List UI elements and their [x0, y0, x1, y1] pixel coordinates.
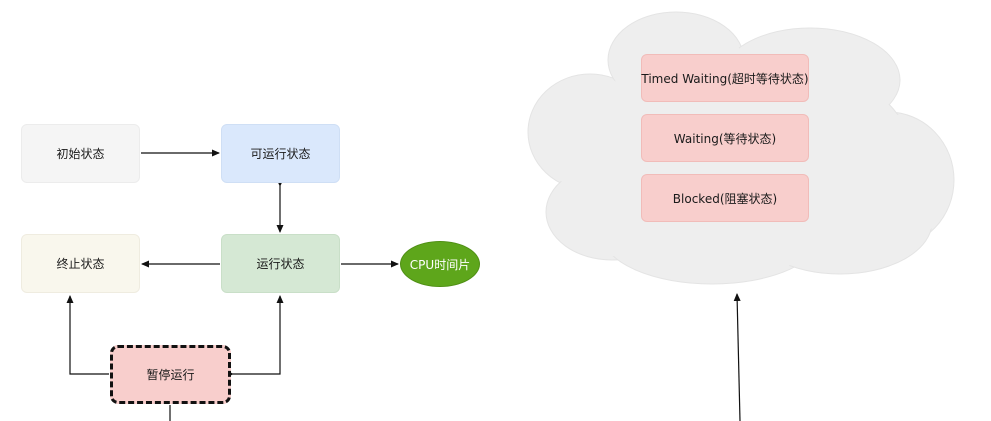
- cloud-item-blocked: Blocked(阻塞状态): [641, 174, 809, 222]
- state-running: 运行状态: [221, 234, 340, 293]
- state-paused: 暂停运行: [110, 345, 231, 404]
- state-init: 初始状态: [21, 124, 140, 183]
- state-terminated-label: 终止状态: [56, 257, 105, 271]
- state-running-label: 运行状态: [256, 257, 305, 271]
- cpu-time-slice: CPU时间片: [400, 241, 480, 287]
- state-runnable: 可运行状态: [221, 124, 340, 183]
- state-paused-label: 暂停运行: [146, 368, 195, 382]
- edge-paused-to-terminated: [66, 295, 109, 375]
- cloud-item-timed-waiting-label: Timed Waiting(超时等待状态): [641, 71, 809, 86]
- cpu-time-slice-label: CPU时间片: [409, 257, 471, 272]
- edge-paused-running: [226, 295, 284, 378]
- state-terminated: 终止状态: [21, 234, 140, 293]
- state-init-label: 初始状态: [56, 147, 105, 161]
- state-runnable-label: 可运行状态: [250, 147, 311, 161]
- cloud-item-waiting: Waiting(等待状态): [641, 114, 809, 162]
- edge-to-cloud: [733, 293, 741, 421]
- cloud-item-waiting-label: Waiting(等待状态): [673, 131, 777, 146]
- cloud-item-blocked-label: Blocked(阻塞状态): [672, 191, 778, 206]
- cloud-item-timed-waiting: Timed Waiting(超时等待状态): [641, 54, 809, 102]
